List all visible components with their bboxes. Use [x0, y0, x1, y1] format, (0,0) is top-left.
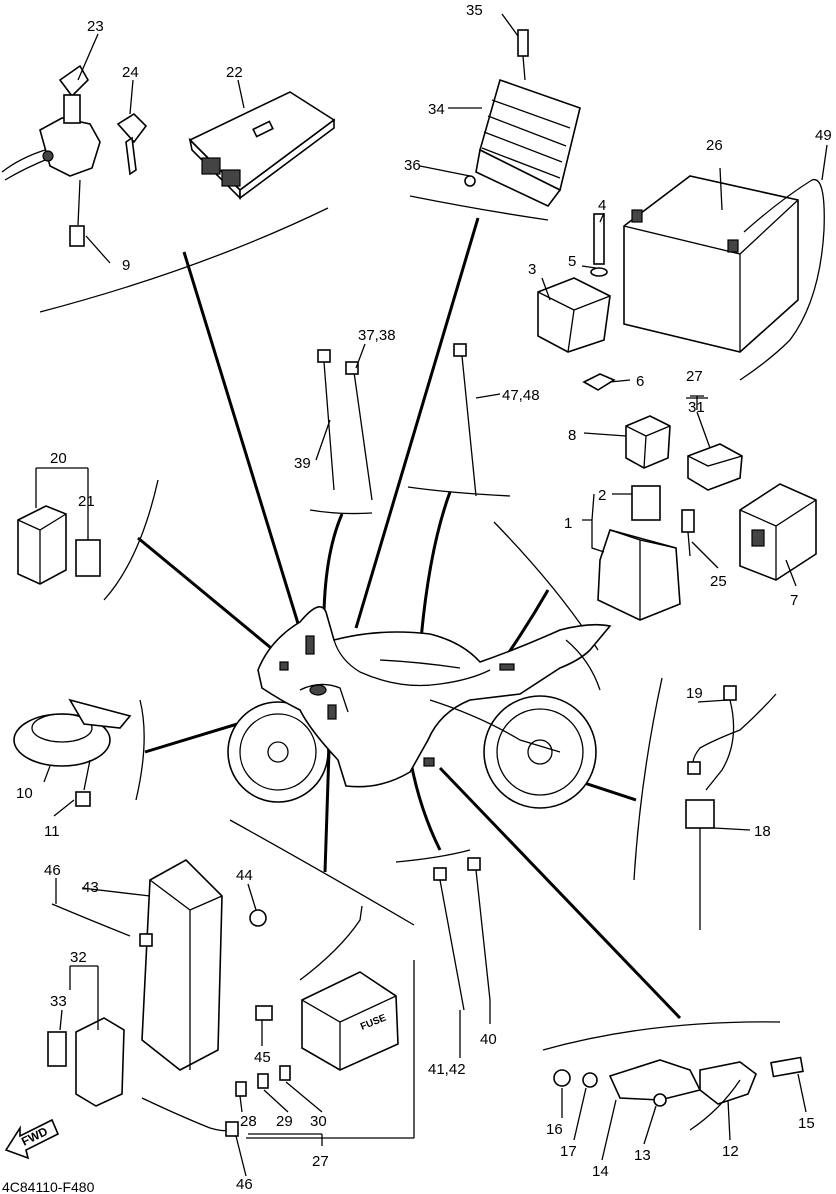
callout-26: 26	[706, 137, 723, 154]
cable-ties	[317, 343, 491, 1011]
callout-16: 16	[546, 1121, 563, 1138]
diagram-code: 4C84110-F480	[2, 1179, 95, 1194]
callout-24: 24	[122, 64, 139, 81]
callout-12: 12	[722, 1143, 739, 1160]
ignition-switch	[1, 64, 101, 247]
callout-23: 23	[87, 18, 104, 35]
callout-25: 25	[710, 573, 727, 590]
callout-43: 43	[82, 879, 99, 896]
callout-27-lower: 27	[312, 1153, 329, 1170]
turn-relay	[739, 483, 817, 581]
callout-27-upper: 27	[686, 368, 703, 385]
group-separators	[39, 195, 781, 1051]
callout-10: 10	[16, 785, 33, 802]
starter-relay	[597, 485, 695, 621]
callout-28: 28	[240, 1113, 257, 1130]
callout-17: 17	[560, 1143, 577, 1160]
sensor-lead	[685, 685, 777, 930]
key	[116, 112, 148, 176]
callout-21: 21	[78, 493, 95, 510]
starter-relay-bracket	[537, 213, 616, 391]
callout-30: 30	[310, 1113, 327, 1130]
callout-44: 44	[236, 867, 253, 884]
callout-20: 20	[50, 450, 67, 467]
callout-3: 3	[528, 261, 536, 278]
callout-46-upper: 46	[44, 862, 61, 879]
callout-31: 31	[688, 399, 705, 416]
relay-unit-20	[17, 505, 101, 585]
callout-5: 5	[568, 253, 576, 270]
callout-4: 4	[598, 197, 606, 214]
callout-33: 33	[50, 993, 67, 1010]
callout-7: 7	[790, 592, 798, 609]
callout-46-lower: 46	[236, 1176, 253, 1193]
callout-37-38: 37,38	[358, 327, 396, 344]
callout-14: 14	[592, 1163, 609, 1180]
callout-41-42: 41,42	[428, 1061, 466, 1078]
callout-15: 15	[798, 1115, 815, 1132]
callout-2: 2	[598, 487, 606, 504]
motorcycle-illustration	[227, 606, 612, 809]
leader-lines	[137, 217, 682, 1139]
callout-1: 1	[564, 515, 572, 532]
callout-49: 49	[815, 127, 832, 144]
callout-9: 9	[122, 257, 130, 274]
callout-22: 22	[226, 64, 243, 81]
callout-11: 11	[44, 823, 60, 840]
relay-bracket	[47, 859, 273, 1107]
callout-39: 39	[294, 455, 311, 472]
fuse-box: FUSE	[141, 905, 399, 1137]
brake-lever-assembly	[553, 1056, 804, 1131]
callout-40: 40	[480, 1031, 497, 1048]
callout-35: 35	[466, 2, 483, 19]
relay-31	[687, 443, 743, 491]
callout-19: 19	[686, 685, 703, 702]
callout-labels: 23 24 22 9 35 34 36 26 49 4 3 5 6 27 31 …	[16, 2, 832, 1193]
callout-18: 18	[754, 823, 771, 840]
callout-32: 32	[70, 949, 87, 966]
callout-8: 8	[568, 427, 576, 444]
regulator	[464, 29, 581, 208]
relay-8	[625, 415, 671, 469]
callout-34: 34	[428, 101, 445, 118]
fwd-arrow-icon: FWD	[4, 1118, 60, 1160]
callout-leaders	[35, 13, 828, 1177]
ecu	[188, 91, 336, 200]
callout-36: 36	[404, 157, 421, 174]
horn	[13, 698, 132, 807]
callout-29: 29	[276, 1113, 293, 1130]
callout-45: 45	[254, 1049, 271, 1066]
callout-13: 13	[634, 1147, 651, 1164]
callout-6: 6	[636, 373, 644, 390]
callout-47-48: 47,48	[502, 387, 540, 404]
battery	[623, 175, 825, 381]
